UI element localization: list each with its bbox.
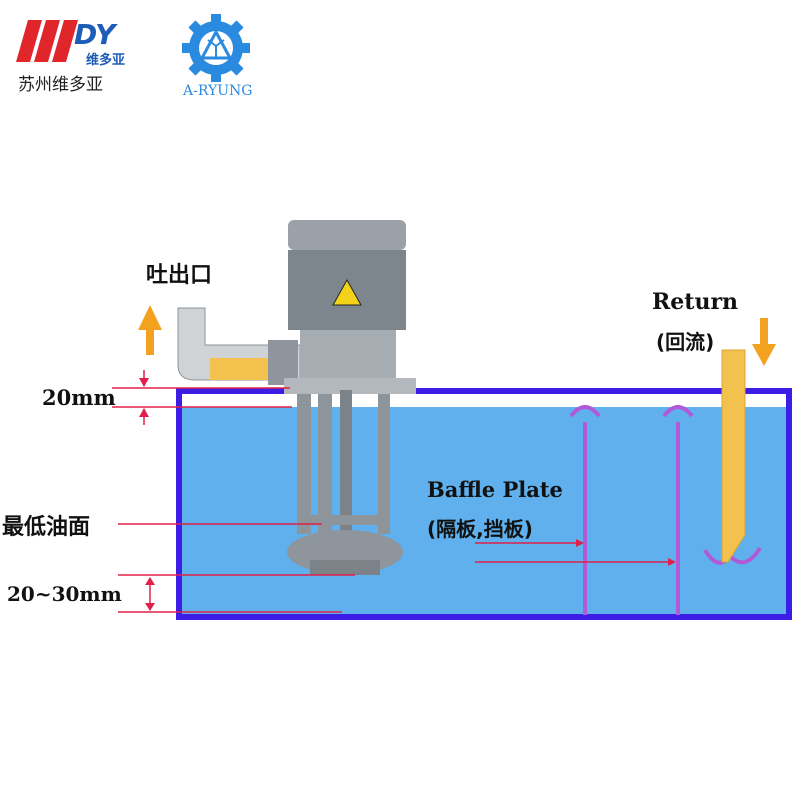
return-label-cn: (回流) [656,330,715,354]
return-pipe [721,349,746,563]
aryung-gear-logo [182,14,250,82]
wdy-logo-cn: 维多亚 [86,53,126,68]
baffle-label: Baffle Plate [427,477,563,502]
gap-bottom-label: 20~30mm [7,582,122,606]
outlet-label: 吐出口 [146,263,213,288]
company-name: 苏州维多亚 [18,75,103,95]
return-label: Return [652,289,739,315]
aryung-text: A-RYUNG [183,83,253,99]
pump [177,220,416,575]
oil [182,407,786,614]
outlet-arrow-icon [138,305,162,355]
wdy-logo: DY [16,18,118,62]
return-arrow-icon [752,318,776,366]
dimension-lines [112,370,676,613]
min-oil-label: 最低油面 [2,515,91,540]
gap-top-label: 20mm [42,385,116,410]
svg-text:DY: DY [74,18,118,51]
baffle-label-cn: (隔板,挡板) [427,517,533,541]
